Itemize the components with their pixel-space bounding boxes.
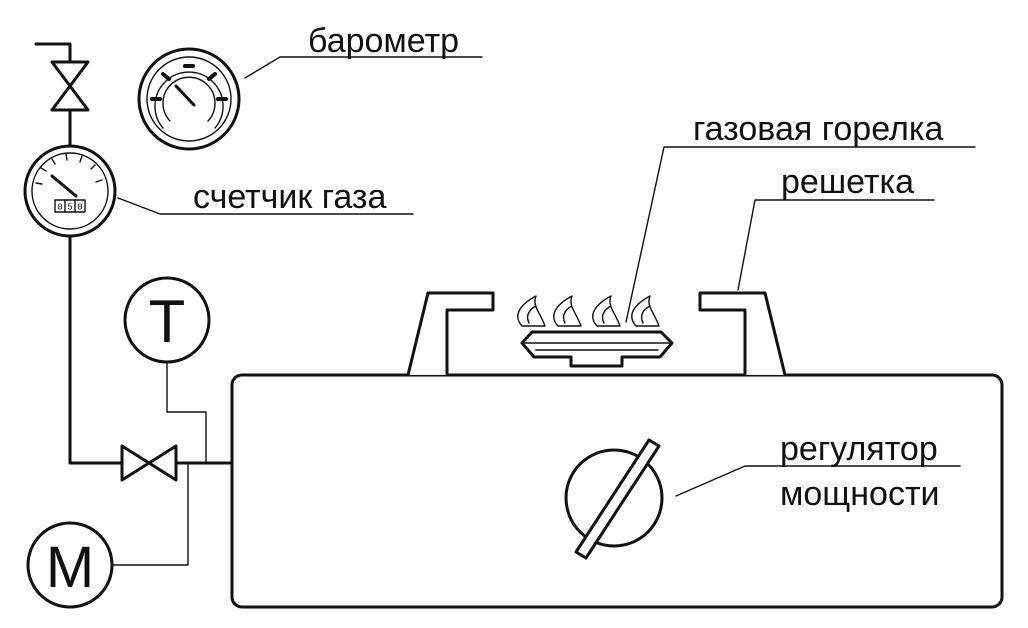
grate-callout: решетка xyxy=(737,163,935,291)
barometer-label: барометр xyxy=(308,22,459,60)
meter-digit: 5 xyxy=(67,203,72,213)
gas-burner xyxy=(520,330,674,368)
inlet-valve xyxy=(50,60,90,112)
gas-meter-gauge: 0 5 0 xyxy=(23,144,117,238)
meter-counter: 0 5 0 xyxy=(54,199,86,213)
meter-digit: 0 xyxy=(57,203,62,213)
power-regulator-label-line1: регулятор xyxy=(780,430,938,468)
grate-label: решетка xyxy=(781,163,914,201)
gas-meter-callout: счетчик газа xyxy=(117,178,414,216)
burner-flames xyxy=(517,295,660,327)
grate-right-support xyxy=(698,291,787,377)
power-regulator-callout: регулятор мощности xyxy=(675,430,961,513)
meter-digit: 0 xyxy=(77,203,82,213)
gas-meter-label: счетчик газа xyxy=(193,178,386,216)
thermometer-letter: T xyxy=(149,288,186,355)
barometer-gauge xyxy=(137,47,241,151)
grate-left-support xyxy=(406,291,495,377)
manometer-letter: M xyxy=(46,535,94,600)
thermometer-gauge: T xyxy=(123,276,211,464)
gas-burner-label: газовая горелка xyxy=(693,110,943,148)
power-regulator-label-line2: мощности xyxy=(780,475,940,513)
gas-burner-callout: газовая горелка xyxy=(625,110,976,323)
manometer-gauge: M xyxy=(26,462,189,609)
gas-pipeline xyxy=(34,42,234,465)
barometer-callout: барометр xyxy=(244,22,483,79)
power-regulator-knob xyxy=(564,438,664,560)
stove-valve xyxy=(120,444,178,482)
